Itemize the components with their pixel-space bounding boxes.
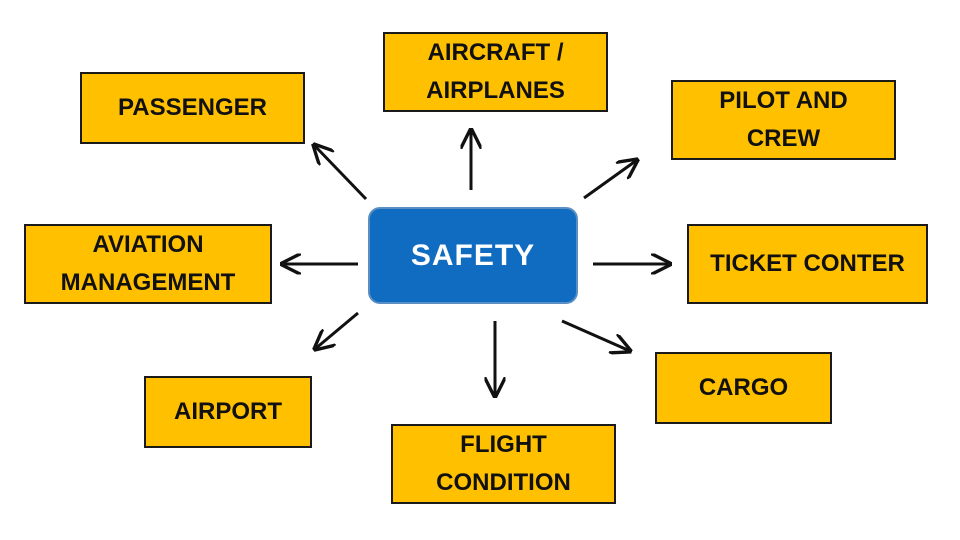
arrow-to-pilot: [583, 160, 637, 200]
node-aviation-management: AVIATION MANAGEMENT: [24, 224, 272, 304]
node-flight-condition: FLIGHT CONDITION: [391, 424, 616, 504]
arrow-to-cargo: [561, 319, 630, 351]
node-pilot-and-crew: PILOT AND CREW: [671, 80, 896, 160]
node-passenger: PASSENGER: [80, 72, 305, 144]
node-cargo: CARGO: [655, 352, 832, 424]
center-node-safety: SAFETY: [368, 207, 578, 304]
node-ticket-conter: TICKET CONTER: [687, 224, 928, 304]
node-airport: AIRPORT: [144, 376, 312, 448]
arrow-to-passenger: [314, 145, 368, 201]
arrow-to-airport: [315, 311, 359, 349]
node-aircraft-airplanes: AIRCRAFT / AIRPLANES: [383, 32, 608, 112]
